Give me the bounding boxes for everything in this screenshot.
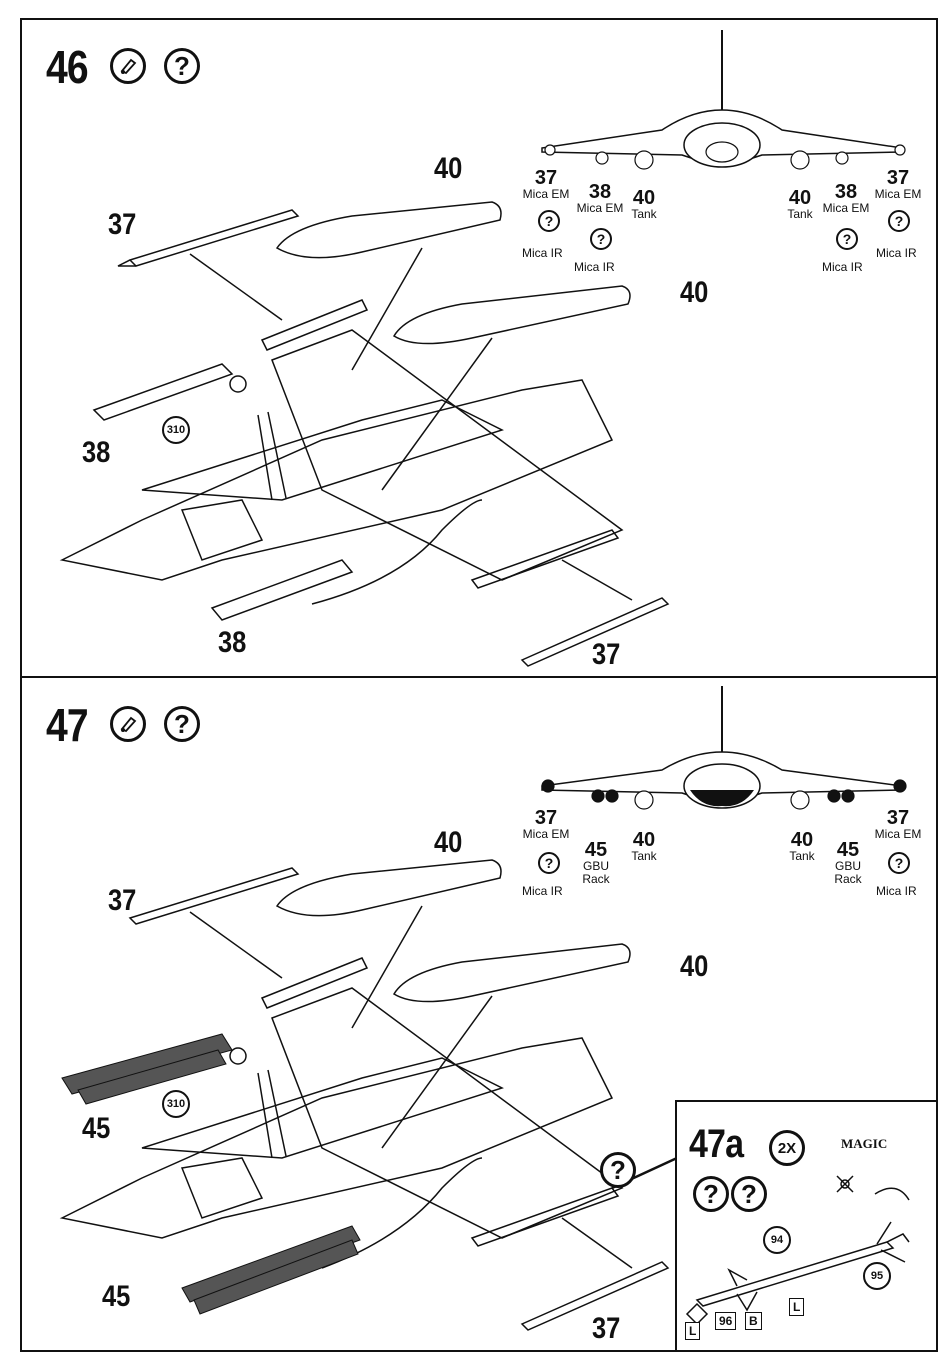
aircraft-assembly-drawing [22,20,940,680]
decal-tag: B [745,1312,762,1330]
part-callout: 37 [108,208,136,242]
part-callout: 40 [434,826,462,860]
reference-310: 310 [162,1090,190,1118]
part-callout: 37 [592,638,620,672]
part-95: 95 [863,1262,891,1290]
step-47a-inset: 47a 2X MAGIC ? ? 94 95 L 96 B L [675,1100,938,1352]
decal-tag: L [685,1322,700,1340]
part-callout: 38 [82,436,110,470]
part-callout: 38 [218,626,246,660]
question-icon: ? [600,1152,636,1188]
part-callout: 45 [82,1112,110,1146]
part-94: 94 [763,1226,791,1254]
part-callout: 37 [108,884,136,918]
part-callout: 37 [592,1312,620,1346]
decal-tag: 96 [715,1312,736,1330]
part-callout: 40 [680,950,708,984]
decal-tag: L [789,1298,804,1316]
part-callout: 45 [102,1280,130,1314]
reference-310: 310 [162,416,190,444]
part-callout: 40 [680,276,708,310]
part-callout: 40 [434,152,462,186]
